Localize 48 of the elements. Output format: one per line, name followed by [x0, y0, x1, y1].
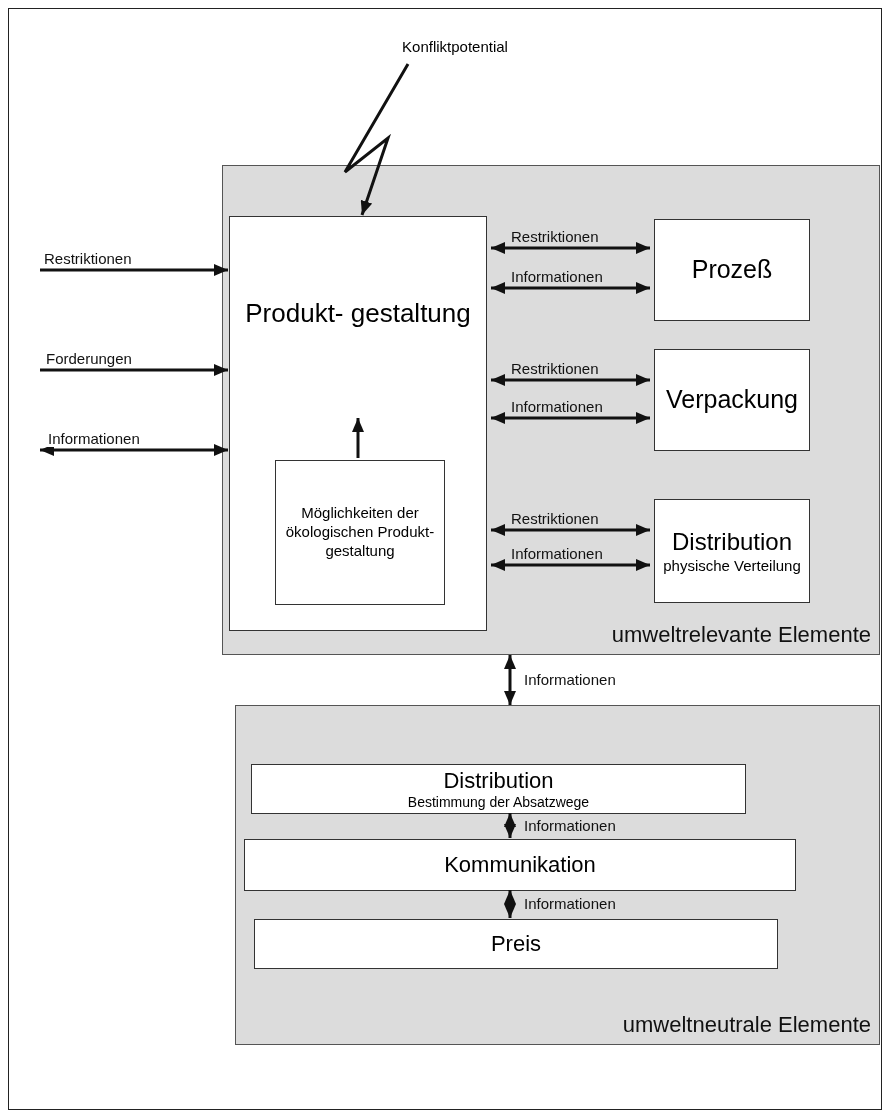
double-arrow [491, 524, 650, 536]
process-box [244, 839, 796, 891]
box-title: Verpackung [664, 384, 799, 416]
box-title: Prozeß [690, 254, 774, 286]
edge-label: Informationen [509, 268, 605, 285]
arrow [40, 364, 228, 376]
lightning-arrow [343, 63, 410, 216]
process-box [654, 219, 810, 321]
box-title: Produkt- gestaltung [244, 297, 472, 330]
group-panel [235, 705, 880, 1045]
double-arrow [504, 655, 516, 705]
edge-label: Restriktionen [42, 250, 134, 267]
group-title: umweltneutrale Elemente [622, 1012, 871, 1038]
double-arrow [491, 242, 650, 254]
edge-label: Forderungen [44, 350, 134, 367]
double-arrow [491, 559, 650, 571]
process-box [654, 499, 810, 603]
edge-label: Restriktionen [509, 510, 601, 527]
double-arrow [40, 444, 228, 456]
node-label: Konfliktpotential [380, 38, 530, 60]
box-subtitle: Bestimmung der Absatzwege [406, 794, 591, 812]
double-arrow [491, 412, 650, 424]
process-box [654, 349, 810, 451]
box-title: Distribution [442, 766, 555, 794]
edge-label: Informationen [509, 545, 605, 562]
group-panel [222, 165, 880, 655]
double-arrow [491, 374, 650, 386]
process-box [251, 764, 746, 814]
arrow [352, 418, 364, 458]
box-subtitle: physische Verteilung [662, 556, 802, 576]
box-title: Preis [489, 930, 543, 958]
edge-label: Informationen [522, 895, 618, 912]
box-title: Möglichkeiten der ökologischen Produkt- gestaltung [284, 504, 436, 561]
edge-label: Informationen [509, 398, 605, 415]
box-title: Distribution [670, 526, 793, 557]
process-box [275, 460, 445, 605]
process-box [229, 216, 487, 631]
process-box [254, 919, 778, 969]
double-arrow [504, 813, 516, 838]
edge-label: Informationen [522, 671, 618, 688]
group-title: umweltrelevante Elemente [611, 622, 871, 648]
edge-label: Informationen [46, 430, 142, 447]
double-arrow [491, 282, 650, 294]
edge-label: Restriktionen [509, 360, 601, 377]
box-title: Kommunikation [443, 851, 597, 879]
arrow [40, 264, 228, 276]
edge-label: Restriktionen [509, 228, 601, 245]
double-arrow [504, 890, 516, 918]
